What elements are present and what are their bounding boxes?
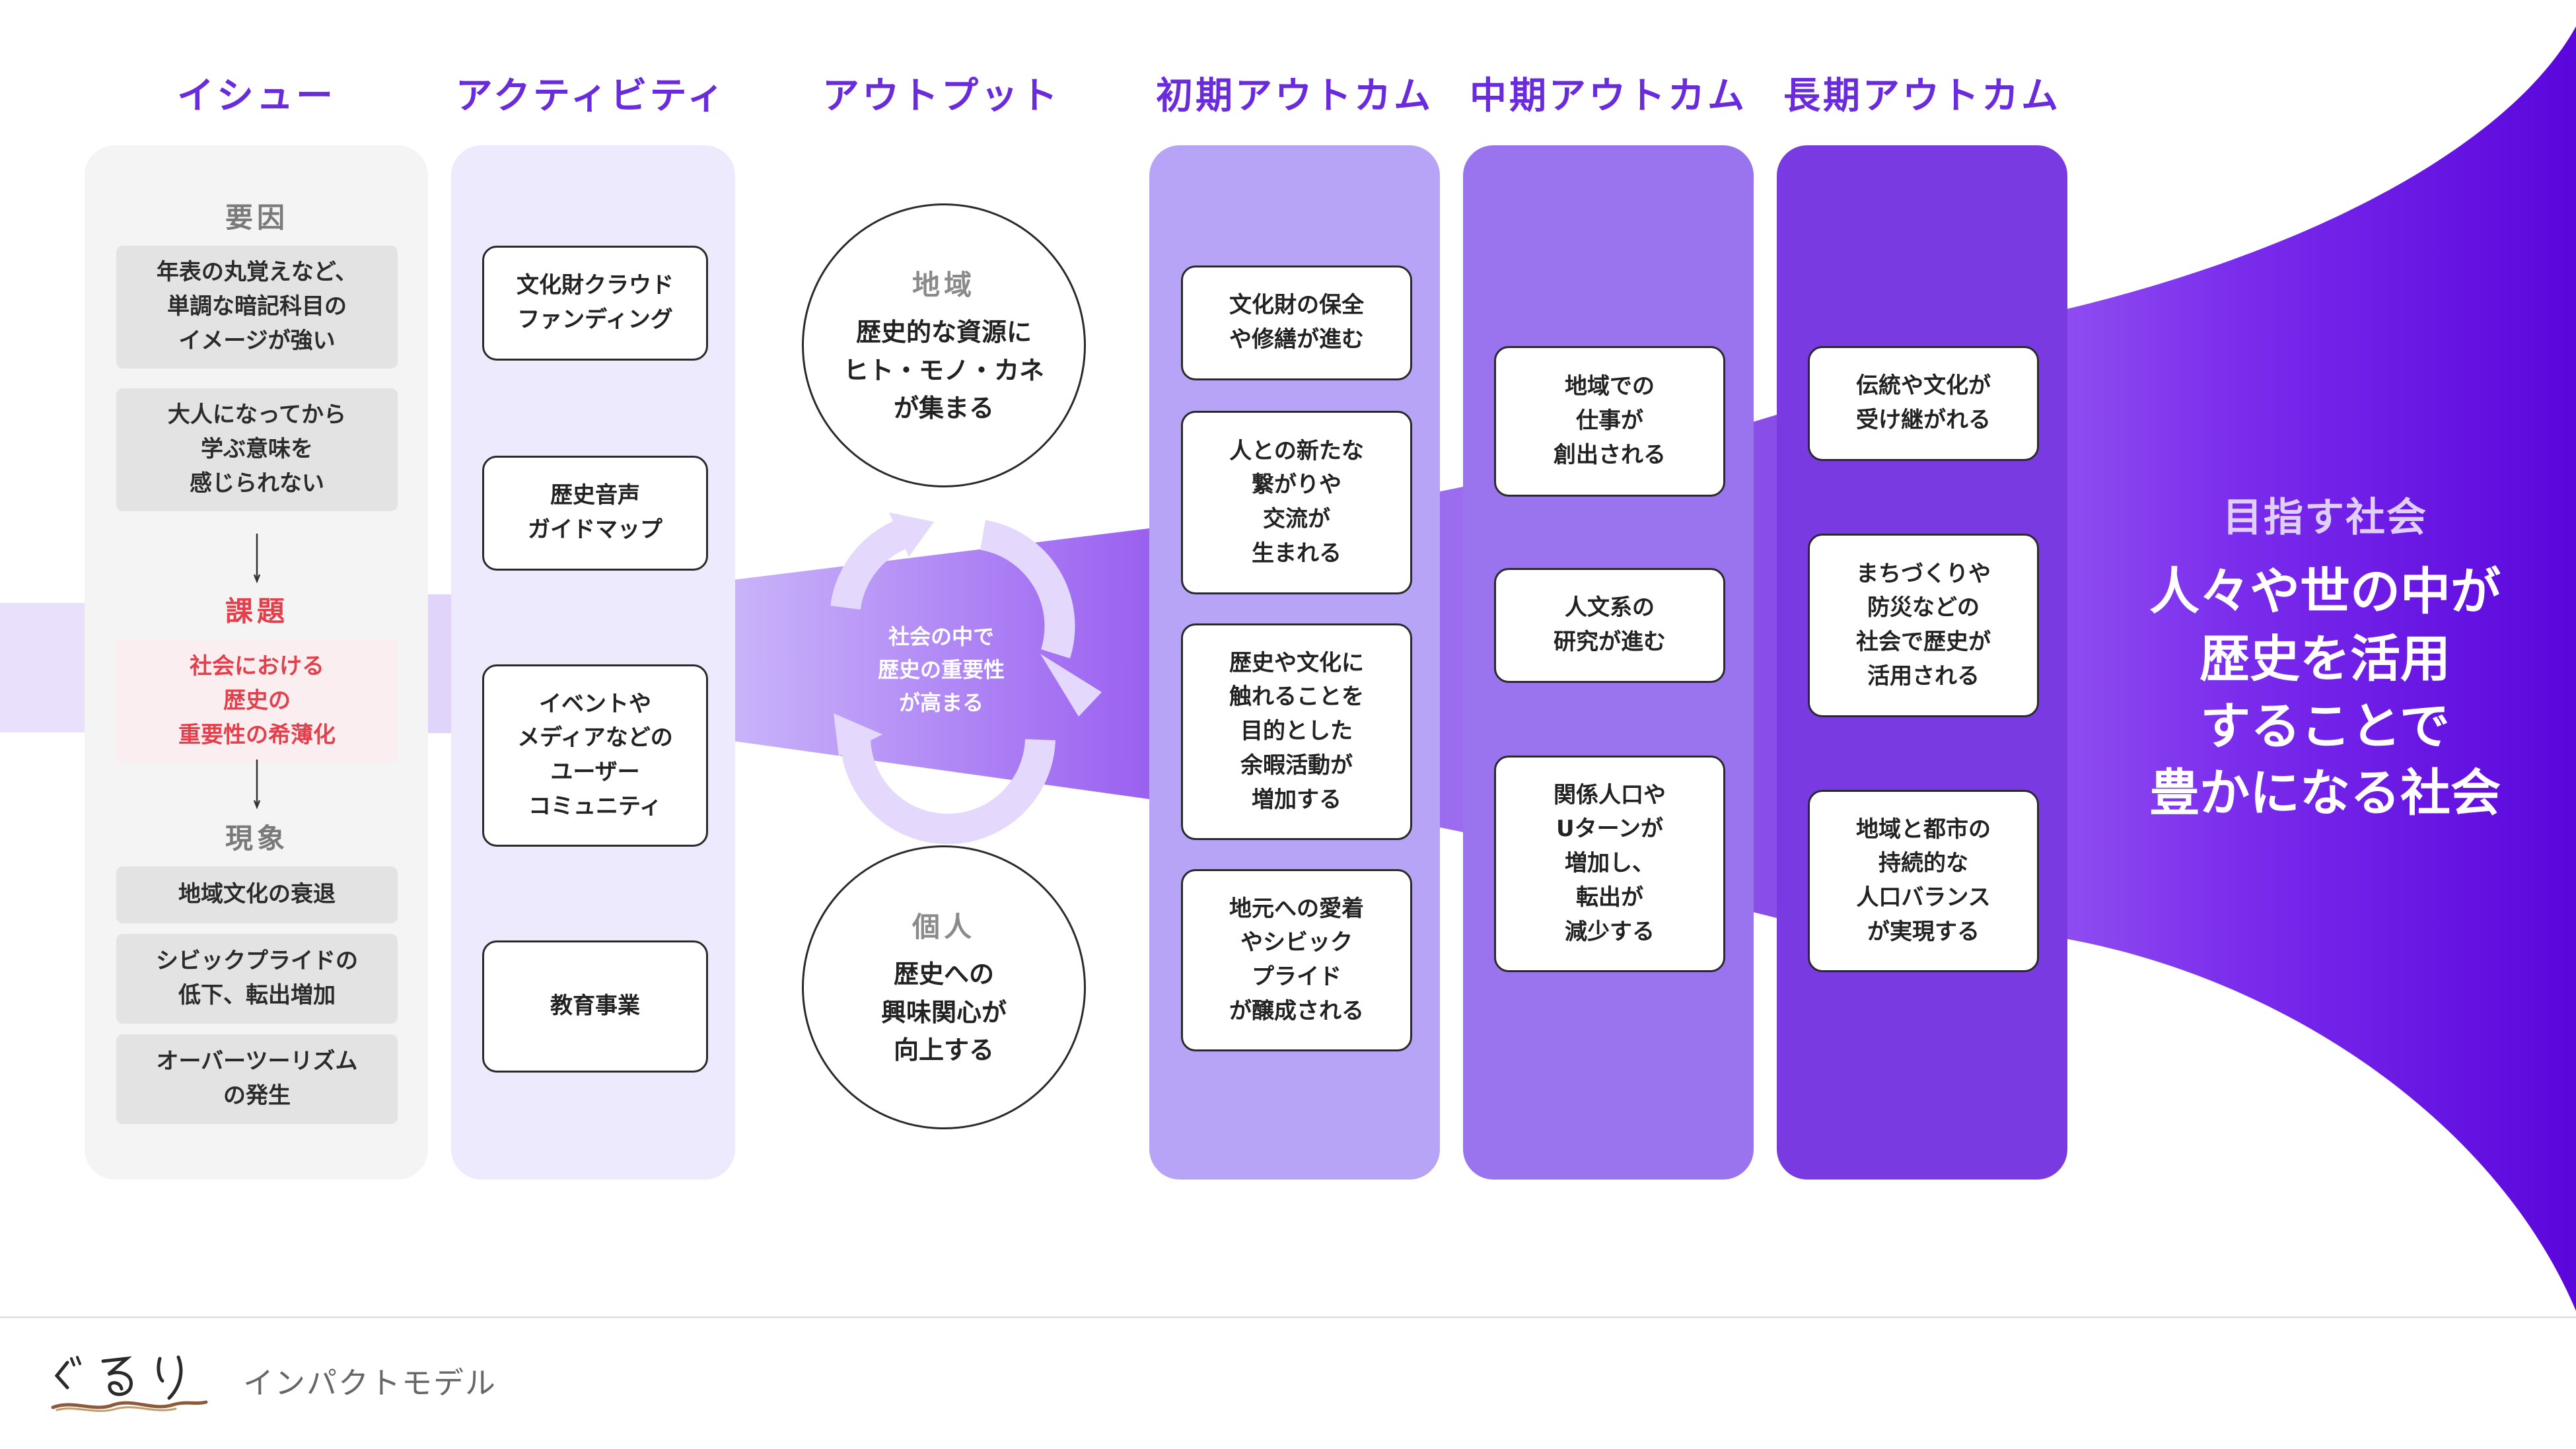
mid-outcome-card-3: 関係人口や Uターンが 増加し、 転出が 減少する (1494, 756, 1725, 972)
phenomenon-item-1: 地域文化の衰退 (116, 866, 398, 923)
cause-item-1: 年表の丸覚えなど、 単調な暗記科目の イメージが強い (116, 246, 398, 369)
footer-divider (0, 1316, 2576, 1318)
mid-outcome-card-1: 地域での 仕事が 創出される (1494, 346, 1725, 497)
column-header-initial-outcome: 初期アウトカム (1156, 74, 1433, 118)
cycle-arrow-top (830, 517, 913, 610)
long-outcome-card-3: 地域と都市の 持続的な 人口バランス が実現する (1808, 790, 2039, 972)
initial-outcome-card-2: 人との新たな 繋がりや 交流が 生まれる (1181, 411, 1412, 594)
down-arrow-icon (254, 534, 260, 584)
cycle-arrowhead-right (1040, 654, 1102, 717)
problem-text: 社会における 歴史の 重要性の希薄化 (178, 653, 336, 748)
cycle-center-text: 社会の中で 歴史の重要性 が高まる (877, 624, 1005, 715)
phenomenon-item-2: シビックプライドの 低下、転出増加 (116, 934, 398, 1024)
mid-outcome-card-2: 人文系の 研究が進む (1494, 568, 1725, 683)
column-header-issue: イシュー (177, 74, 336, 118)
cycle-arrowhead-top (889, 512, 934, 557)
flow-band-between-panels (1437, 487, 1463, 832)
initial-outcome-card-3: 歴史や文化に 触れることを 目的とした 余暇活動が 増加する (1181, 623, 1412, 840)
column-header-mid-outcome: 中期アウトカム (1470, 74, 1747, 118)
cycle-arrow-bottom (840, 732, 1055, 845)
cause-item-2: 大人になってから 学ぶ意味を 感じられない (116, 388, 398, 511)
initial-outcome-card-4: 地元への愛着 やシビック プライド が醸成される (1181, 869, 1412, 1051)
goal-text: 人々や世の中が 歴史を活用 することで 豊かになる社会 (2149, 562, 2501, 823)
column-header-output: アウトプット (822, 74, 1060, 118)
activity-card-crowdfunding: 文化財クラウド ファンディング (482, 246, 708, 361)
long-outcome-card-2: まちづくりや 防災などの 社会で歴史が 活用される (1808, 534, 2039, 717)
output-circle-individual: 個人 歴史への 興味関心が 向上する (802, 845, 1086, 1129)
phenomenon-label: 現象 (225, 822, 289, 855)
goal-label: 目指す社会 (2223, 495, 2427, 541)
activity-card-community: イベントや メディアなどの ユーザー コミュニティ (482, 664, 708, 847)
down-arrow-icon (254, 760, 260, 810)
output-individual-text: 歴史への 興味関心が 向上する (880, 959, 1007, 1065)
output-region-text: 歴史的な資源に ヒト・モノ・カネ が集まる (843, 317, 1044, 423)
cause-label: 要因 (225, 201, 289, 234)
output-region-title: 地域 (912, 268, 976, 301)
activity-card-audio-guide: 歴史音声 ガイドマップ (482, 456, 708, 571)
column-header-activity: アクティビティ (455, 74, 727, 118)
problem-box (116, 641, 398, 762)
flow-band-left (0, 603, 92, 732)
cycle-arrowhead-bottom (834, 713, 882, 756)
guruli-logo (51, 1355, 208, 1412)
goal-funnel (2061, 26, 2576, 1311)
activity-card-education: 教育事業 (482, 940, 708, 1073)
footer-title: インパクトモデル (243, 1365, 497, 1401)
phenomenon-item-3: オーバーツーリズム の発生 (116, 1034, 398, 1124)
output-individual-title: 個人 (912, 910, 976, 943)
column-header-long-outcome: 長期アウトカム (1783, 74, 2061, 118)
cycle-arrow-right (980, 520, 1075, 658)
problem-label: 課題 (225, 595, 289, 627)
flow-band-between-panels-2 (1750, 415, 1777, 918)
output-circle-region: 地域 歴史的な資源に ヒト・モノ・カネ が集まる (802, 203, 1086, 487)
long-outcome-card-1: 伝統や文化が 受け継がれる (1808, 346, 2039, 461)
initial-outcome-card-1: 文化財の保全 や修繕が進む (1181, 265, 1412, 380)
